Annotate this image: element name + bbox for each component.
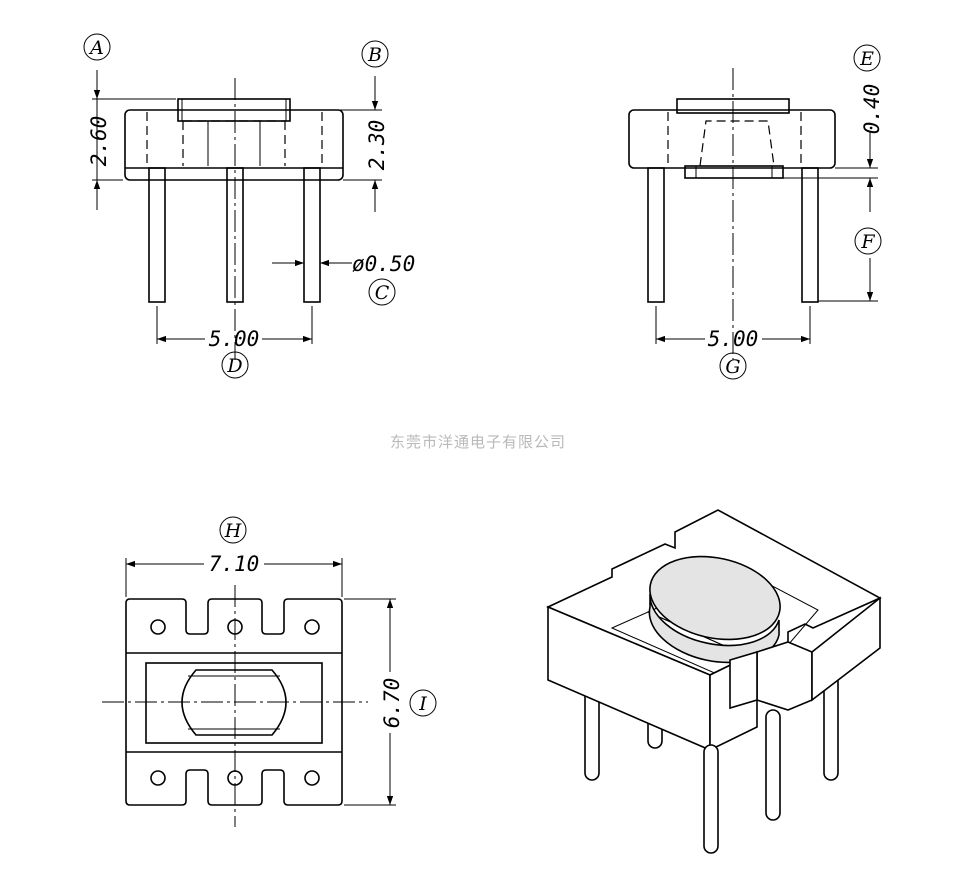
- hole: [150, 770, 166, 786]
- svg-text:G: G: [725, 356, 740, 378]
- dim-top-height: 6.70: [380, 678, 404, 729]
- label-b: B: [361, 40, 389, 68]
- hole: [304, 619, 320, 635]
- dim-front-pin-pitch: 5.00: [209, 327, 260, 351]
- svg-text:E: E: [859, 48, 874, 70]
- label-f: F: [854, 227, 882, 255]
- dim-side-pin-pitch: 5.00: [708, 327, 759, 351]
- dim-front-body-height: 2.30: [365, 120, 389, 171]
- label-a: A: [83, 33, 111, 61]
- svg-text:H: H: [224, 520, 242, 542]
- dim-front-height: 2.60: [87, 116, 111, 167]
- svg-text:C: C: [375, 282, 390, 304]
- side-view: 0.40 5.00 E F G: [628, 44, 884, 380]
- company-watermark: 东莞市洋通电子有限公司: [390, 433, 566, 451]
- label-i: I: [409, 689, 437, 717]
- top-window: [145, 662, 323, 744]
- isometric-view: [546, 509, 882, 854]
- iso-disc: [649, 555, 781, 641]
- front-body: [124, 109, 344, 181]
- dim-pin-diameter: ø0.50: [352, 252, 415, 276]
- front-pin-right: [303, 167, 321, 303]
- dim-top-width: 7.10: [209, 552, 260, 576]
- top-core: [181, 669, 287, 736]
- svg-text:B: B: [367, 44, 382, 66]
- label-e: E: [853, 44, 881, 72]
- label-h: H: [219, 516, 247, 544]
- front-view: 2.60 2.30 ø0.50 5.00 A B C: [83, 33, 415, 379]
- label-d: D: [221, 351, 249, 379]
- side-flange: [684, 165, 784, 179]
- side-body: [628, 109, 836, 169]
- side-pin-right: [801, 167, 819, 303]
- iso-pin-front: [703, 744, 719, 854]
- svg-text:I: I: [418, 693, 427, 715]
- hole: [150, 619, 166, 635]
- top-outline: [125, 598, 343, 806]
- front-pin-left: [148, 167, 166, 303]
- svg-text:D: D: [226, 355, 242, 377]
- top-view: 7.10 6.70 H I: [102, 516, 437, 827]
- side-pin-left: [647, 167, 665, 303]
- label-g: G: [719, 352, 747, 380]
- hole: [304, 770, 320, 786]
- svg-text:A: A: [88, 37, 104, 59]
- svg-text:F: F: [860, 231, 875, 253]
- iso-pin-right: [765, 709, 781, 821]
- dim-side-flange: 0.40: [860, 84, 884, 135]
- label-c: C: [368, 278, 396, 306]
